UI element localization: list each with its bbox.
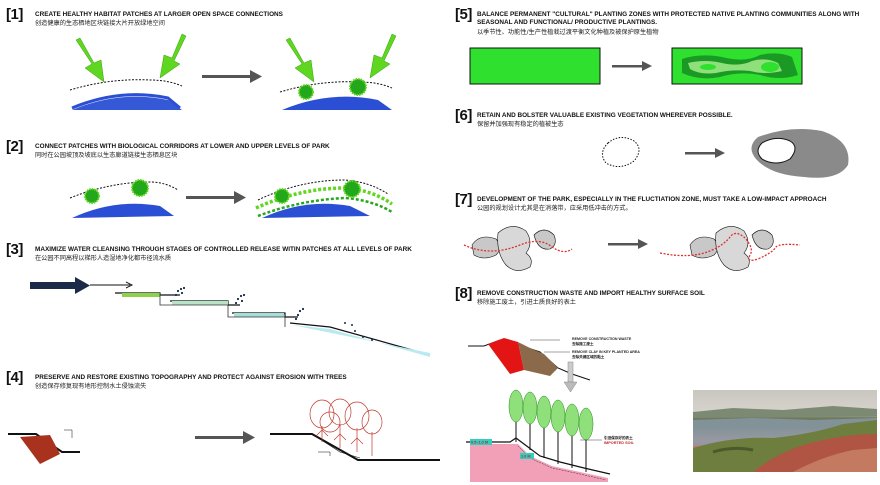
section-5-after-field: [671, 47, 803, 85]
section-5-number: [5]: [455, 6, 472, 23]
section-1-arrow: [202, 70, 262, 83]
section-6-arrow: [685, 148, 725, 158]
section-1-subtitle: 创造健康的生态栖地区块链接大片开放绿地空间: [35, 20, 165, 27]
section-8-existing-slope: REMOVE CONSTRUCTION WASTE 去除施工废土 REMOVE …: [468, 337, 640, 381]
site-photo: [693, 390, 877, 472]
section-8-subtitle: 移除施工废土，引进土质良好的表土: [477, 299, 576, 306]
section-4-arrow: [195, 431, 255, 444]
section-2-before: [69, 179, 179, 218]
section-7-arrow: [608, 239, 648, 249]
section-2-arrow: [186, 191, 246, 204]
section-3-title: MAXIMIZE WATER CLEANSING THROUGH STAGES …: [35, 246, 412, 253]
section-2-diagram: [69, 179, 394, 218]
section-3-number: [3]: [6, 241, 23, 258]
section-2-title: CONNECT PATCHES WITH BIOLOGICAL CORRIDOR…: [35, 143, 330, 150]
section-8-title: REMOVE CONSTRUCTION WASTE AND IMPORT HEA…: [477, 290, 705, 297]
section-5-before-field: [469, 47, 601, 85]
section-8-label-waste-cn: 去除施工废土: [572, 341, 594, 346]
section-5-diagram: [469, 47, 803, 85]
section-6-diagram: [602, 129, 849, 178]
section-8-label-import-cn: 引进保存好的表土: [604, 435, 633, 440]
section-6-title: RETAIN AND BOLSTER VALUABLE EXISTING VEG…: [477, 112, 733, 119]
section-7-before: [463, 226, 573, 271]
section-8-down-arrow: [563, 361, 578, 393]
section-5-subtitle: 以季节性、功能性/生产性植栽过渡平衡文化种植及被保护原生植物: [477, 29, 659, 36]
section-2-after: [255, 179, 394, 218]
section-8-trees: [508, 389, 594, 472]
section-1-diagram: [69, 33, 397, 110]
section-8-label-clay: REMOVE CLAY IN KEY PLANTED AREA: [572, 350, 640, 354]
section-4-number: [4]: [6, 369, 23, 386]
section-7-number: [7]: [455, 191, 472, 208]
section-4-before: [8, 429, 80, 464]
section-8-label-import: IMPORTED SOIL: [604, 441, 635, 445]
section-1-title: CREATE HEALTHY HABITAT PATCHES AT LARGER…: [35, 11, 283, 18]
section-4-subtitle: 创造保存修复现有地形控制水土侵蚀流失: [35, 383, 147, 390]
section-3-subtitle: 在公园不同高程以梯形人造湿地净化都市径流水质: [35, 255, 172, 262]
section-8-dim-mid: 1.0 M: [521, 455, 531, 459]
section-5-arrow: [612, 61, 652, 71]
section-3-terraces: [115, 292, 431, 357]
section-7-subtitle: 公园的规划设计尤其是在消落带，应采用低冲击的方式。: [477, 205, 632, 212]
section-3-diagram: [30, 277, 431, 357]
section-1-number: [1]: [6, 6, 23, 23]
section-1-after: [279, 33, 397, 110]
section-6-subtitle: 保留并加强现有稳定的植被生态: [477, 121, 564, 128]
section-8-label-clay-cn: 去除关键区域的黏土: [572, 354, 605, 359]
section-3-flow-dots: [174, 286, 373, 341]
section-3-inflow-arrow: [30, 277, 134, 294]
section-8-dim-left: 0.5~1.0 M: [471, 441, 488, 445]
section-5-title: BALANCE PERMANENT "CULTURAL" PLANTING ZO…: [477, 11, 860, 26]
section-8-restored-slope: 0.5~1.0 M 1.0 M 引进保存好的表土 IMPORTED SOIL: [466, 389, 635, 482]
section-8-label-waste: REMOVE CONSTRUCTION WASTE: [572, 337, 632, 341]
section-8-number: [8]: [455, 285, 472, 302]
section-6-number: [6]: [455, 107, 472, 124]
section-2-number: [2]: [6, 138, 23, 155]
section-4-after: [270, 398, 440, 461]
section-7-after: [659, 226, 801, 271]
section-2-subtitle: 同时在公园坡顶及坡底以生态廊道链接生态栖息区块: [35, 152, 178, 159]
section-7-diagram: [463, 226, 801, 271]
section-6-before-patch: [602, 137, 640, 167]
section-4-title: PRESERVE AND RESTORE EXISTING TOPOGRAPHY…: [35, 374, 347, 381]
section-1-before: [69, 33, 187, 110]
section-7-title: DEVELOPMENT OF THE PARK, ESPECIALLY IN T…: [477, 196, 827, 203]
section-4-diagram: [8, 398, 440, 464]
section-8-diagram: REMOVE CONSTRUCTION WASTE 去除施工废土 REMOVE …: [466, 337, 640, 482]
